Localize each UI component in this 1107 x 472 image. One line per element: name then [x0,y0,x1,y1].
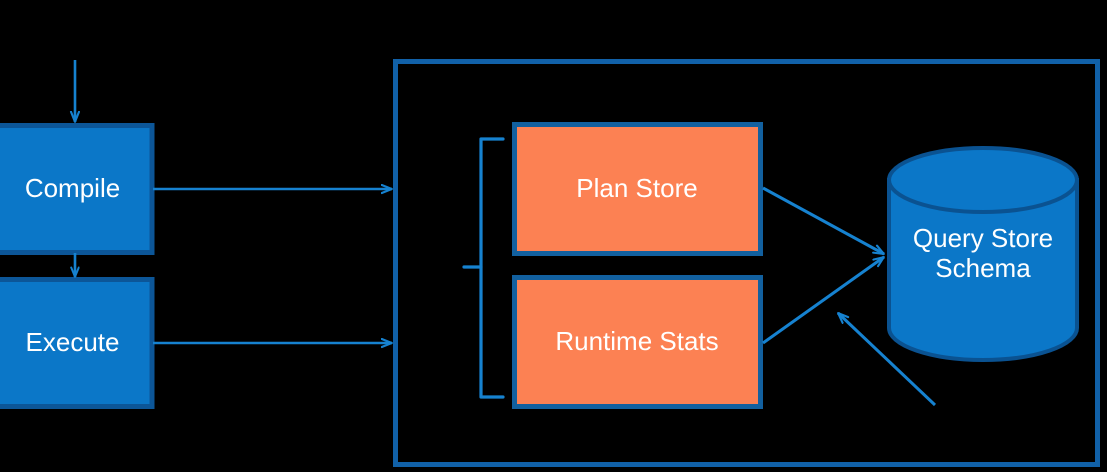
compile-label: Compile [24,172,121,203]
query-store-container [393,59,1100,467]
runtime-stats-to-schema-arrow [762,255,884,345]
plan-store-label: Plan Store [576,172,698,203]
plan-store-box[interactable] [512,122,763,256]
external-to-schema-arrow [836,311,937,407]
runtime-stats-label: Runtime Stats [555,325,719,356]
query-store-schema-label: Query Store Schema [912,223,1054,283]
compile-box[interactable] [0,123,155,255]
plan-store-to-schema-arrow [762,186,884,256]
query-store-schema-cylinder[interactable] [887,146,1079,362]
execute-box[interactable] [0,277,155,409]
store-group-bracket [479,137,505,399]
execute-label: Execute [25,326,120,357]
runtime-stats-box[interactable] [512,275,763,409]
